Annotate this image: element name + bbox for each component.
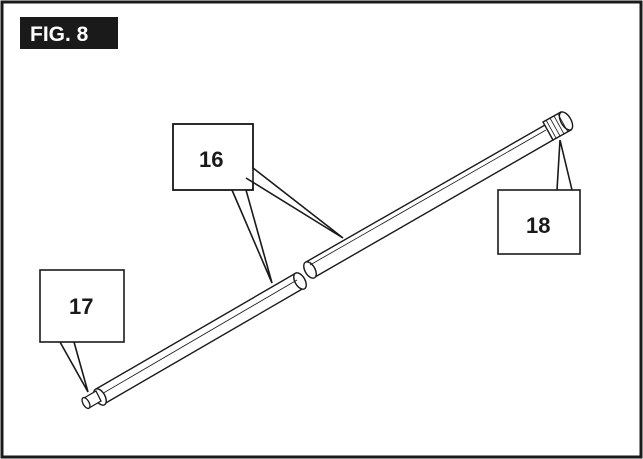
tube-upper-end (303, 261, 317, 279)
end-cap-knob (542, 111, 574, 141)
callout-17-label: 17 (69, 294, 93, 319)
figure-badge-bg (20, 17, 118, 49)
callout-16-label: 16 (199, 147, 223, 172)
threaded-tip (81, 390, 102, 410)
tube-upper-highlight (309, 129, 547, 266)
callout-17: 17 (39, 269, 125, 393)
callout-16: 16 (172, 123, 344, 284)
callout-18-label: 18 (526, 213, 550, 238)
tip-end (81, 396, 91, 410)
end-cap-groove (553, 115, 565, 135)
pole-lower-section (93, 272, 307, 406)
callout-17-leader (59, 341, 89, 393)
end-cap-face (558, 111, 574, 131)
callout-16-box-edge (172, 123, 254, 191)
end-cap-groove (549, 117, 561, 137)
callout-16-leader-upper (245, 167, 344, 239)
callout-17-box (39, 269, 125, 343)
end-cap-groove (557, 113, 569, 133)
callout-18-leader (556, 139, 573, 191)
figure-badge: FIG. 8 (20, 17, 118, 49)
callout-18: 18 (497, 139, 581, 255)
tube-lower-highlight (99, 279, 298, 396)
callout-18-box (497, 189, 581, 255)
tube-lower-end (293, 272, 307, 290)
callout-16-leader-lower (231, 189, 273, 284)
tube-lower-body (95, 272, 305, 405)
figure-title: FIG. 8 (30, 23, 89, 46)
end-cap-groove (545, 119, 557, 139)
